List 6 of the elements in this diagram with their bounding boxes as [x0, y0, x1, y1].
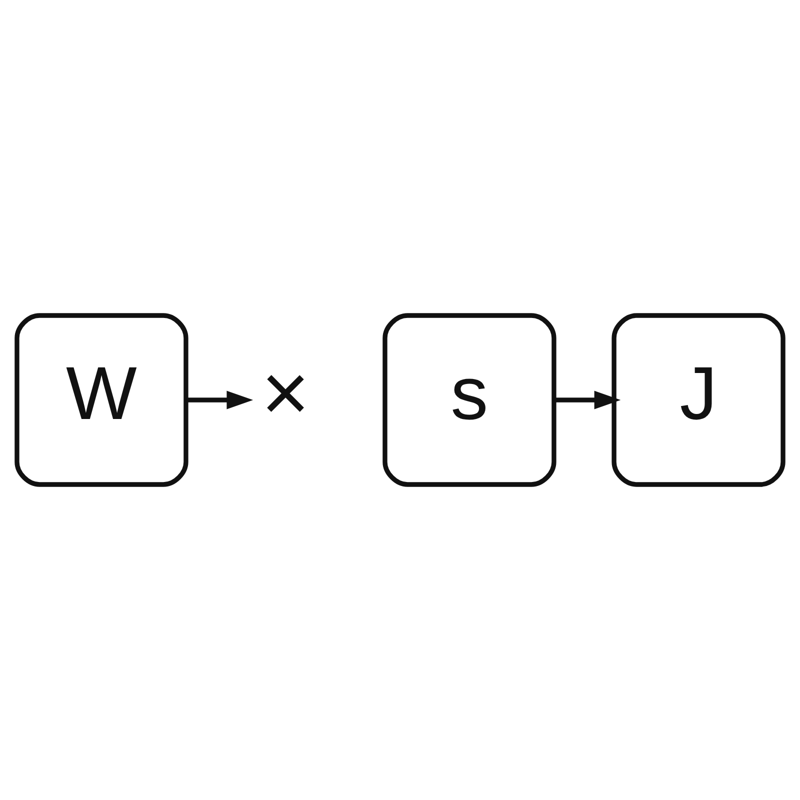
node-text: × — [261, 346, 310, 440]
node-box: s — [382, 313, 556, 487]
arrow — [186, 390, 254, 410]
arrow — [554, 390, 621, 410]
node-box: W — [14, 313, 188, 487]
node-box: J — [612, 313, 786, 487]
